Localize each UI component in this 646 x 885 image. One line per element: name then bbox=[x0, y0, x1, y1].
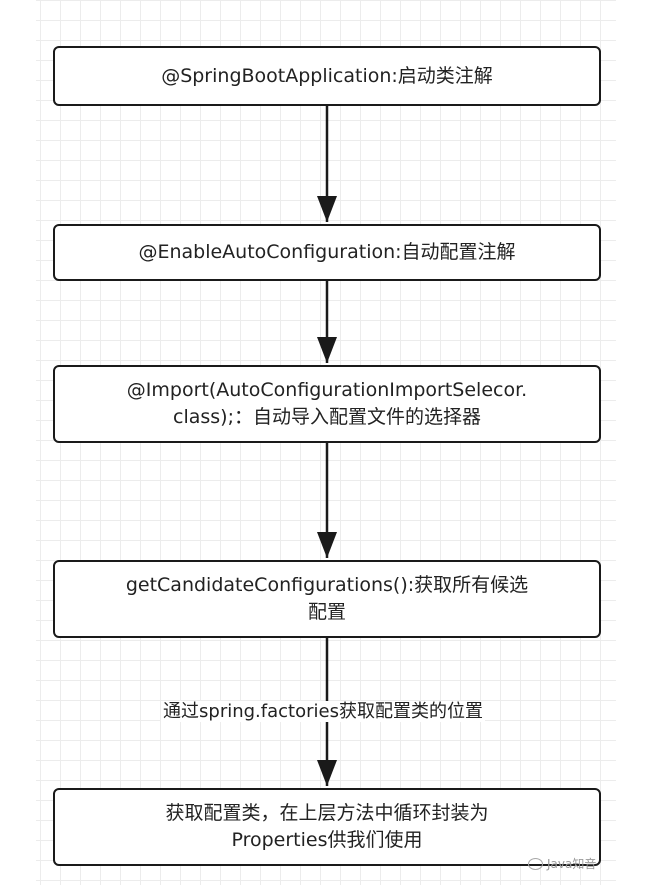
arrowhead-1-2 bbox=[317, 196, 337, 222]
flow-node-get-candidate-configurations: getCandidateConfigurations():获取所有候选 配置 bbox=[53, 560, 601, 638]
node-4-line-2: 配置 bbox=[307, 601, 346, 623]
node-5-line-1: 获取配置类，在上层方法中循环封装为 bbox=[165, 802, 489, 824]
flow-node-properties: 获取配置类，在上层方法中循环封装为 Properties供我们使用 bbox=[53, 788, 601, 866]
flow-node-import-selector: @Import(AutoConfigurationImportSelecor. … bbox=[53, 365, 601, 443]
page-margin-left bbox=[0, 0, 36, 885]
watermark-text: Java知音 bbox=[547, 857, 597, 871]
arrowhead-3-4 bbox=[317, 532, 337, 558]
flow-node-spring-boot-application: @SpringBootApplication:启动类注解 bbox=[53, 46, 601, 106]
watermark: Java知音 bbox=[528, 855, 596, 872]
node-2-line-1: @EnableAutoConfiguration:自动配置注解 bbox=[138, 241, 516, 263]
node-4-line-1: getCandidateConfigurations():获取所有候选 bbox=[125, 574, 529, 596]
node-1-line-1: @SpringBootApplication:启动类注解 bbox=[161, 64, 493, 87]
edge-label-text: 通过spring.factories获取配置类的位置 bbox=[161, 701, 485, 722]
node-3-line-1: @Import(AutoConfigurationImportSelecor. bbox=[126, 379, 528, 401]
node-3-line-2: class);：自动导入配置文件的选择器 bbox=[173, 406, 481, 428]
wechat-icon bbox=[528, 857, 543, 870]
arrowhead-2-3 bbox=[317, 337, 337, 363]
arrowhead-4-5 bbox=[317, 760, 337, 786]
edge-label-spring-factories: 通过spring.factories获取配置类的位置 bbox=[0, 700, 646, 724]
node-5-line-2: Properties供我们使用 bbox=[231, 829, 423, 851]
flow-node-enable-auto-configuration: @EnableAutoConfiguration:自动配置注解 bbox=[53, 224, 601, 281]
page-margin-right bbox=[616, 0, 646, 885]
